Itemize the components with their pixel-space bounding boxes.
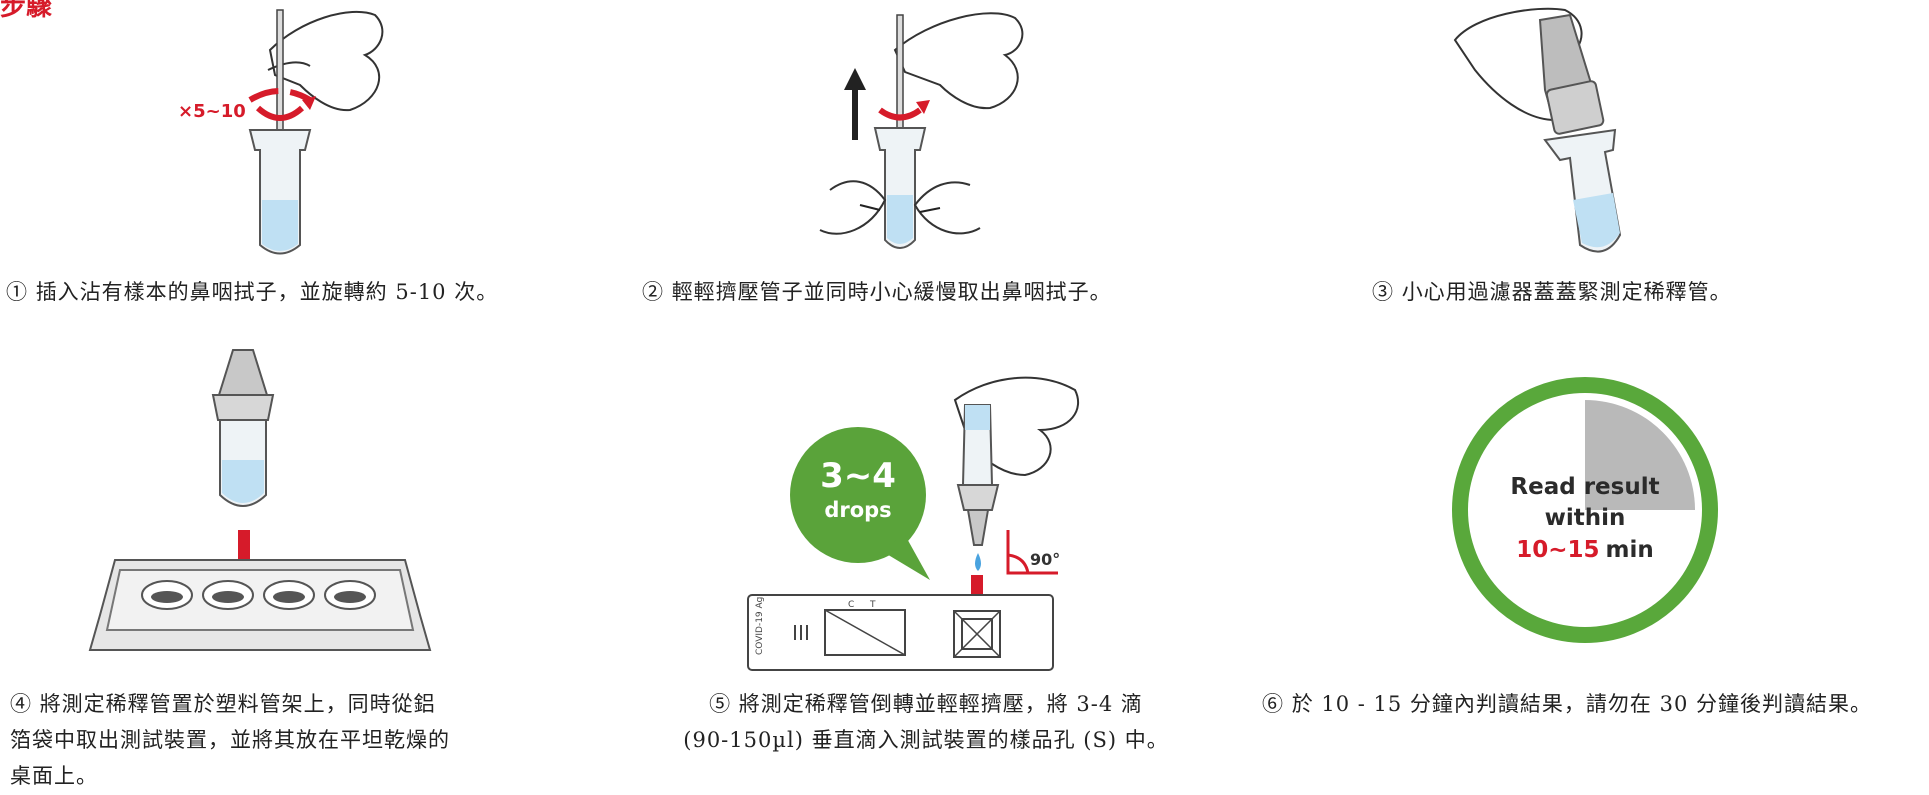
step-5-caption: ⑤ 將測定稀釋管倒轉並輕輕擠壓，將 3-4 滴 (90-150µl) 垂直滴入測… (636, 686, 1216, 758)
drops-bubble (790, 427, 926, 563)
step-6-illustration: Read result within 10~15 min (1450, 375, 1720, 645)
step-4-number: ④ (10, 692, 32, 716)
step-6-caption: ⑥ 於 10 - 15 分鐘內判讀結果，請勿在 30 分鐘後判讀結果。 (1262, 686, 1872, 722)
timer-line-3: 10~15 min (1516, 537, 1654, 563)
step-5-illustration: 3~4 drops 90° COVID-19 Ag C T (740, 375, 1100, 675)
step-2-illustration (800, 0, 1080, 265)
step-2-number: ② (642, 280, 664, 304)
step-2-caption: ② 輕輕擠壓管子並同時小心緩慢取出鼻咽拭子。 (642, 274, 1112, 310)
step-3-illustration (1445, 0, 1685, 265)
step-4-line-3: 桌面上。 (10, 764, 98, 788)
step-4-line-1: ④ 將測定稀釋管置於塑料管架上，同時從鋁 (10, 686, 450, 722)
tube-rack-icon (88, 349, 432, 651)
step-4-illustration (75, 345, 445, 675)
swab-rotate-icon: ×5~10 (178, 9, 384, 255)
step-5-text-1: 將測定稀釋管倒轉並輕輕擠壓，將 3-4 滴 (738, 692, 1143, 716)
step-2-text: 輕輕擠壓管子並同時小心緩慢取出鼻咽拭子。 (671, 280, 1112, 304)
step-3-text: 小心用過濾器蓋蓋緊測定稀釋管。 (1401, 280, 1732, 304)
control-mark: C (848, 600, 854, 610)
drops-unit: drops (824, 498, 891, 522)
step-6-text: 於 10 - 15 分鐘內判讀結果，請勿在 30 分鐘後判讀結果。 (1291, 692, 1872, 716)
step-4-caption: ④ 將測定稀釋管置於塑料管架上，同時從鋁 箔袋中取出測試裝置，並將其放在平坦乾燥… (10, 686, 450, 794)
drops-count: 3~4 (820, 456, 896, 496)
section-title: 步驟 (0, 0, 53, 22)
step-4-text-1: 將測定稀釋管置於塑料管架上，同時從鋁 (39, 692, 436, 716)
timer-line-2: within (1545, 505, 1626, 531)
timer-elapsed-wedge (1585, 400, 1695, 510)
timer-ring (1452, 377, 1718, 643)
step-6-number: ⑥ (1262, 692, 1284, 716)
timer-line-1: Read result (1510, 474, 1659, 500)
step-5-line-2: (90-150µl) 垂直滴入測試裝置的樣品孔 (S) 中。 (683, 728, 1169, 752)
step-5-number: ⑤ (709, 692, 732, 716)
step-3-number: ③ (1372, 280, 1394, 304)
angle-label: 90° (1030, 550, 1060, 569)
step-1-number: ① (6, 280, 28, 304)
add-drops-icon: 3~4 drops 90° COVID-19 Ag C T (747, 376, 1080, 671)
step-3-caption: ③ 小心用過濾器蓋蓋緊測定稀釋管。 (1372, 274, 1732, 310)
step-1-illustration: ×5~10 (150, 0, 410, 265)
step-1-caption: ① 插入沾有樣本的鼻咽拭子，並旋轉約 5-10 次。 (6, 274, 498, 310)
device-label: COVID-19 Ag (755, 597, 765, 655)
timer-value: 10~15 (1516, 537, 1599, 563)
step-4-line-2: 箔袋中取出測試裝置，並將其放在平坦乾燥的 (10, 728, 450, 752)
squeeze-tube-icon (819, 12, 1024, 249)
rotation-count-label: ×5~10 (178, 101, 246, 122)
step-5-line-1: ⑤ 將測定稀釋管倒轉並輕輕擠壓，將 3-4 滴 (636, 686, 1216, 722)
step-1-text: 插入沾有樣本的鼻咽拭子，並旋轉約 5-10 次。 (35, 280, 499, 304)
timer-icon: Read result within 10~15 min (1452, 377, 1718, 643)
test-mark: T (869, 600, 876, 610)
filter-cap-icon (1453, 7, 1622, 253)
timer-unit: min (1606, 537, 1654, 563)
